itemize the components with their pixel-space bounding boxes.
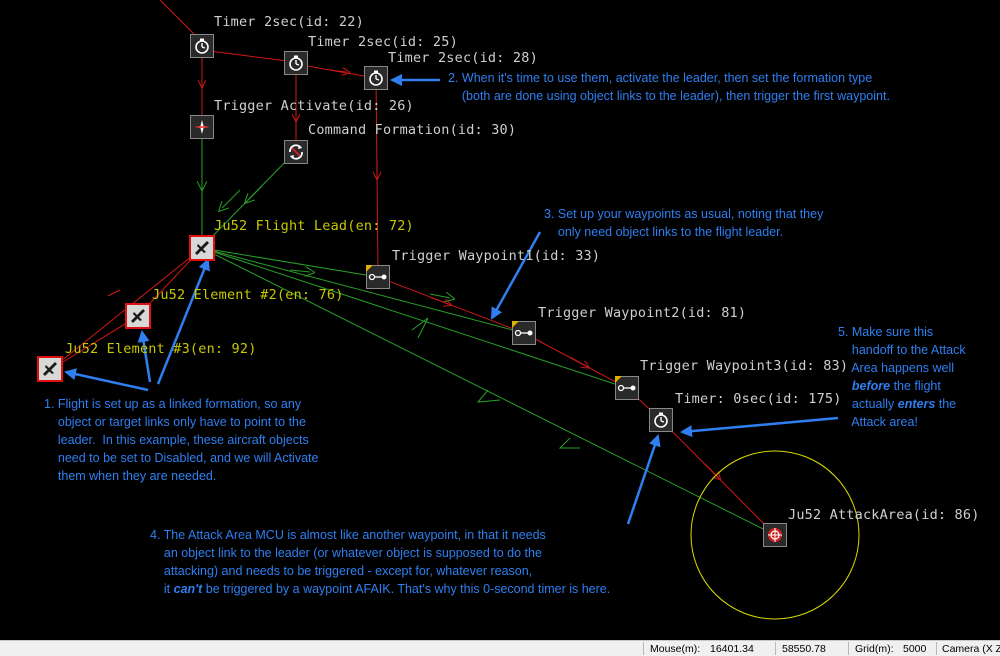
note-4-line: an object link to the leader (or whateve… xyxy=(150,546,542,560)
note-5-line: actually xyxy=(838,397,898,411)
trigger-link xyxy=(107,289,121,297)
activate-icon xyxy=(195,120,209,134)
waypoint-2-label: Trigger Waypoint2(id: 81) xyxy=(538,305,747,321)
timer-icon xyxy=(289,55,303,71)
timer-icon xyxy=(654,412,668,428)
mouse-y-value: 58550.78 xyxy=(782,643,826,655)
waypoint-icon xyxy=(514,329,533,337)
object-link xyxy=(201,247,379,278)
trigger-link xyxy=(377,276,525,334)
attack-area-radius xyxy=(690,450,860,620)
trigger-activate-label: Trigger Activate(id: 26) xyxy=(214,98,414,114)
annotation-arrow xyxy=(64,368,149,392)
links-layer xyxy=(49,0,860,620)
note-4-line: it xyxy=(150,582,174,596)
note-4-line: 4. The Attack Area MCU is almost like an… xyxy=(150,528,546,542)
waypoint-2-node[interactable] xyxy=(512,321,536,345)
object-link-arrowhead xyxy=(558,437,580,449)
annotation-arrows xyxy=(64,74,839,525)
trigger-activate-node[interactable] xyxy=(190,115,214,139)
attack-area-label: Ju52 AttackArea(id: 86) xyxy=(788,507,980,523)
timer-node-22[interactable] xyxy=(190,34,214,58)
timer-label-28: Timer 2sec(id: 28) xyxy=(388,50,538,66)
trigger-link xyxy=(429,296,448,304)
annotation-arrow xyxy=(490,231,542,320)
waypoint-3-node[interactable] xyxy=(615,376,639,400)
grid-label: Grid(m): xyxy=(855,643,894,655)
airplane-icon xyxy=(43,362,57,376)
trigger-link xyxy=(49,315,139,371)
flight-lead-label: Ju52 Flight Lead(en: 72) xyxy=(214,218,414,234)
object-link xyxy=(201,247,628,389)
timer-icon xyxy=(195,38,209,54)
waypoint-icon xyxy=(368,273,387,281)
object-link xyxy=(222,189,241,208)
object-link xyxy=(429,294,450,298)
note-5-line: Attack area! xyxy=(838,415,918,429)
trigger-link xyxy=(159,0,199,39)
mission-editor-canvas[interactable]: Timer 2sec(id: 22) Timer 2sec(id: 25) Ti… xyxy=(0,0,1000,640)
note-1: 1. Flight is set up as a linked formatio… xyxy=(44,397,319,483)
note-5-line: Area happens well xyxy=(838,361,955,375)
trigger-link xyxy=(569,356,586,366)
note-5-emphasis: before xyxy=(851,379,891,393)
mouse-label: Mouse(m): xyxy=(650,643,701,655)
note-5-emphasis: enters xyxy=(897,397,936,411)
attack-area-node[interactable] xyxy=(763,523,787,547)
note-5-line: the xyxy=(935,397,957,411)
flight-lead-node[interactable] xyxy=(189,235,215,261)
object-link-arrowhead xyxy=(411,317,429,339)
timer-icon xyxy=(369,70,383,86)
mouse-x-value: 16401.34 xyxy=(710,643,754,655)
timer-node-175[interactable] xyxy=(649,408,673,432)
status-bar: Mouse(m): 16401.34 58550.78 Grid(m): 500… xyxy=(0,640,1000,656)
object-links xyxy=(201,52,776,536)
note-4: 4. The Attack Area MCU is almost like an… xyxy=(150,526,610,598)
attack-area-icon xyxy=(768,528,782,542)
timer-node-25[interactable] xyxy=(284,51,308,75)
note-4-line: be triggered by a waypoint AFAIK. That's… xyxy=(202,582,611,596)
element-3-label: Ju52 Element #3(en: 92) xyxy=(65,341,257,357)
waypoint-1-label: Trigger Waypoint1(id: 33) xyxy=(392,248,601,264)
object-link xyxy=(289,270,310,272)
annotation-arrow xyxy=(680,416,839,438)
waypoint-3-label: Trigger Waypoint3(id: 83) xyxy=(640,358,849,374)
element-3-node[interactable] xyxy=(37,356,63,382)
trigger-link xyxy=(201,49,296,63)
object-link xyxy=(201,247,776,536)
element-2-label: Ju52 Element #2(en: 76) xyxy=(152,287,344,303)
waypoint-icon xyxy=(617,384,636,392)
note-3: 3. Set up your waypoints as usual, notin… xyxy=(544,207,824,239)
annotation-arrow xyxy=(156,258,210,385)
annotation-arrow xyxy=(626,434,661,525)
object-link-arrowhead xyxy=(476,389,501,403)
note-4-line: attacking) and needs to be triggered - e… xyxy=(150,564,533,578)
note-5: 5. Make sure this handoff to the Attack … xyxy=(838,323,966,431)
note-4-emphasis: can't xyxy=(173,582,203,596)
grid-value: 5000 xyxy=(903,643,927,655)
trigger-link xyxy=(329,70,346,72)
trigger-link xyxy=(660,419,776,536)
timer-label-22: Timer 2sec(id: 22) xyxy=(214,14,364,30)
airplane-icon xyxy=(131,309,145,323)
camera-label: Camera (X Z xyxy=(942,643,1000,655)
timer-label-25: Timer 2sec(id: 25) xyxy=(308,34,458,50)
airplane-icon xyxy=(195,241,209,255)
timer-label-175: Timer: 0sec(id: 175) xyxy=(675,391,842,407)
note-2: 2. When it's time to use them, activate … xyxy=(448,71,890,103)
object-link xyxy=(201,247,525,334)
object-link xyxy=(248,185,263,200)
note-5-line: handoff to the Attack xyxy=(838,343,966,357)
waypoint-1-node[interactable] xyxy=(366,265,390,289)
element-2-node[interactable] xyxy=(125,303,151,329)
command-formation-label: Command Formation(id: 30) xyxy=(308,122,517,138)
formation-icon xyxy=(289,144,303,160)
note-5-line: the flight xyxy=(890,379,941,393)
note-5-line xyxy=(838,379,852,393)
command-formation-node[interactable] xyxy=(284,140,308,164)
note-5-line: 5. Make sure this xyxy=(838,325,934,339)
timer-node-28[interactable] xyxy=(364,66,388,90)
annotation-arrow xyxy=(137,330,152,383)
